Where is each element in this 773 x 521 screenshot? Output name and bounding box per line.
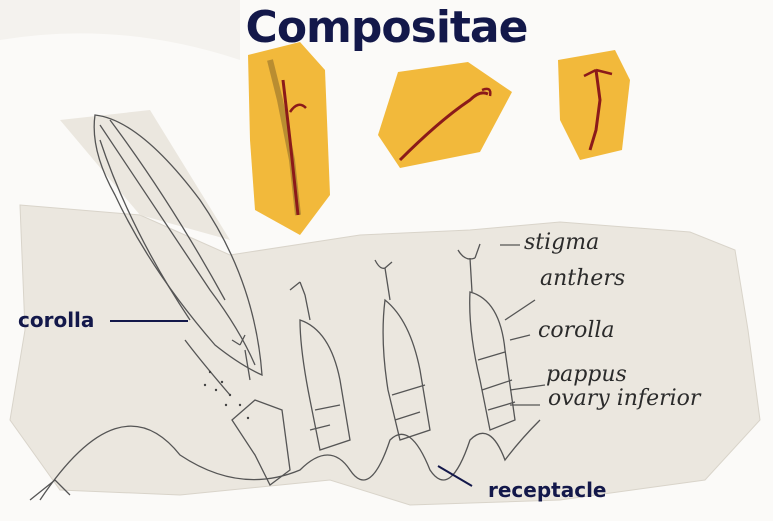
specimen-1: [248, 42, 330, 235]
label-pappus: pappus: [546, 362, 627, 387]
label-ovary-inferior: ovary inferior: [548, 386, 700, 411]
label-corolla: corolla: [18, 308, 94, 332]
label-stigma: stigma: [524, 230, 599, 255]
sketch-paper: [10, 205, 760, 505]
label-anthers: anthers: [540, 266, 625, 291]
label-corolla-floret: corolla: [538, 318, 615, 343]
page-title: Compositae: [0, 2, 773, 53]
label-receptacle: receptacle: [488, 478, 607, 502]
